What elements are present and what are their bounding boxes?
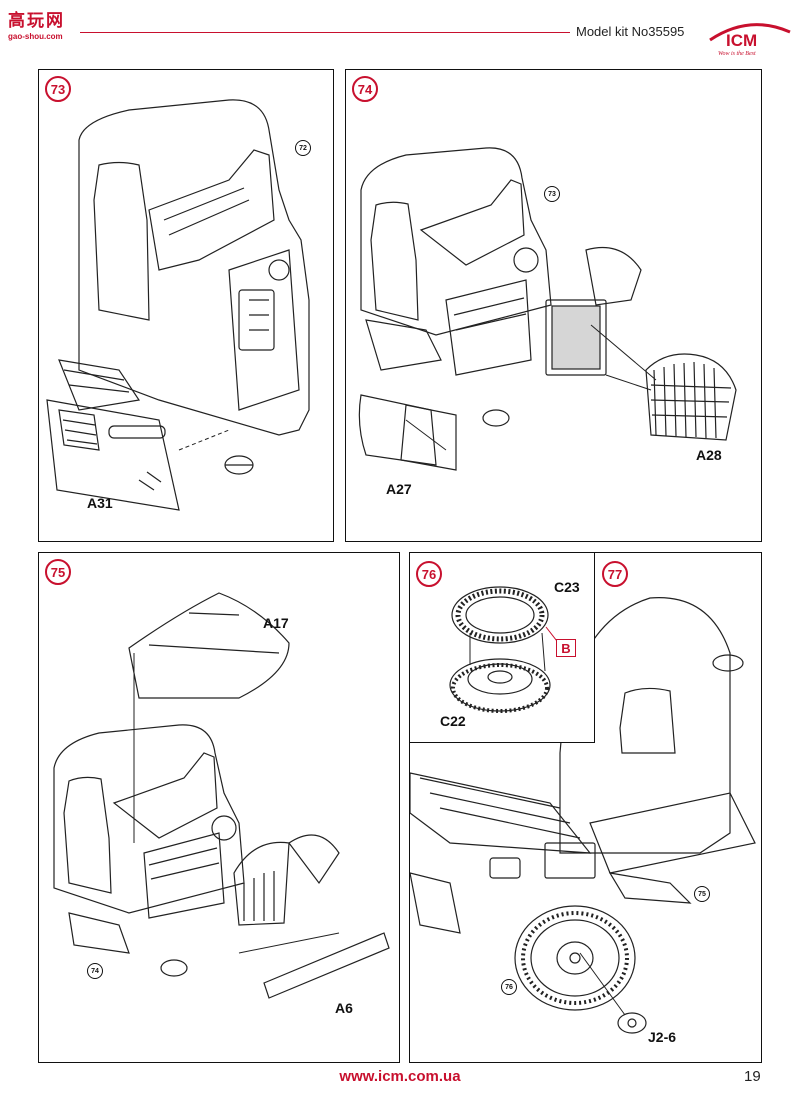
step-73-panel: 73 72 A31 — [38, 69, 334, 542]
step-74-number: 74 — [352, 76, 378, 102]
step-75-illustration — [53, 592, 390, 999]
footer-website[interactable]: www.icm.com.ua — [339, 1068, 461, 1085]
part-label-a6: A6 — [335, 1000, 353, 1016]
step-74-panel: 74 73 A27 A28 — [345, 69, 762, 542]
step-77-reference-75: 75 — [694, 886, 710, 902]
step-75-panel: 75 A17 A6 74 — [38, 552, 400, 1063]
step-73-reference-72: 72 — [295, 140, 311, 156]
step-76-panel: 76 C23 C22 B — [409, 552, 595, 743]
callout-marker-b: B — [556, 639, 576, 657]
watermark-logo: 高玩网 gao-shou.com — [8, 6, 76, 44]
icm-logo-text: ICM — [726, 31, 757, 50]
step-75-reference-74: 74 — [87, 963, 103, 979]
model-kit-number: Model kit No35595 — [576, 24, 685, 39]
step-76-number: 76 — [416, 561, 442, 587]
part-label-a28: A28 — [696, 447, 722, 463]
icm-logo-tagline: Wow is the Best — [718, 51, 756, 57]
part-label-a17: A17 — [263, 615, 289, 631]
part-label-c23: C23 — [554, 579, 580, 595]
part-label-j2-6: J2-6 — [648, 1029, 677, 1045]
step-73-illustration — [46, 99, 310, 511]
step-74-illustration — [358, 147, 737, 471]
watermark-url: gao-shou.com — [8, 32, 63, 41]
icm-logo: ICM Wow is the Best — [709, 23, 791, 57]
step-77-number: 77 — [602, 561, 628, 587]
part-label-a31: A31 — [87, 495, 113, 511]
watermark-chinese-text: 高玩网 — [8, 11, 65, 31]
page-number: 19 — [744, 1068, 761, 1085]
header-rule — [80, 32, 570, 33]
step-74-reference-73: 73 — [544, 186, 560, 202]
step-73-number: 73 — [45, 76, 71, 102]
step-76-illustration — [449, 586, 561, 713]
part-label-a27: A27 — [386, 481, 412, 497]
step-77-illustration — [410, 597, 756, 1034]
part-label-c22: C22 — [440, 713, 466, 729]
step-77-reference-76: 76 — [501, 979, 517, 995]
step-75-number: 75 — [45, 559, 71, 585]
